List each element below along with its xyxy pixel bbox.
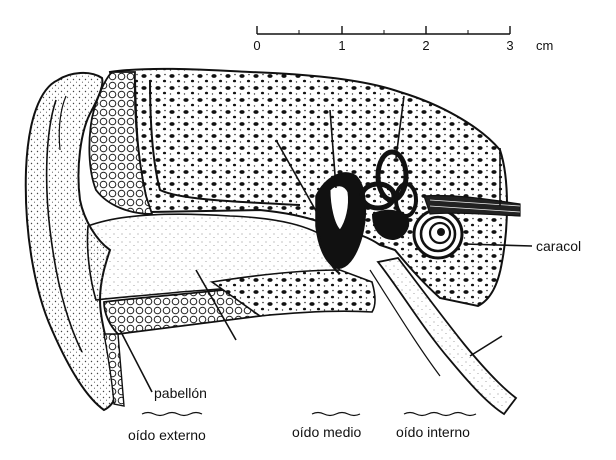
nerve-fiber: [429, 199, 521, 207]
label-caracol: caracol: [536, 238, 581, 254]
auricle-fold: [45, 99, 83, 353]
lower-bone: [209, 269, 376, 317]
auditory-nerve: [423, 194, 521, 217]
region-mark-medio: [311, 411, 361, 417]
auricle-fold: [58, 95, 67, 151]
cartilage-upper: [88, 71, 154, 215]
tube-edge: [369, 269, 441, 377]
region-label-interno: oído interno: [396, 424, 470, 440]
semicircular-canal: [359, 181, 397, 211]
leader-lines: [119, 95, 533, 393]
region-mark-interno: [403, 411, 477, 417]
leader-canal: [195, 269, 237, 341]
cochlea: [412, 208, 464, 260]
scale-label-3: 3: [506, 38, 513, 53]
leader-ossicles: [329, 109, 337, 189]
region-markers: [141, 411, 477, 417]
middle-ear: [315, 172, 518, 416]
region-label-medio: oído medio: [292, 424, 361, 440]
leader-tube: [469, 335, 503, 357]
scale-bar: 0 1 2 3 cm: [253, 26, 553, 53]
leader-caracol: [463, 243, 533, 247]
label-pabellon: pabellón: [154, 385, 207, 401]
inner-ear: [359, 149, 521, 260]
region-mark-externo: [141, 411, 203, 417]
ossicle-highlight: [329, 185, 349, 231]
bone-inner-edge: [149, 79, 301, 206]
eustachian-tube: [376, 257, 518, 416]
cartilage-lobe: [103, 333, 125, 407]
scale-unit: cm: [536, 38, 553, 53]
scale-label-1: 1: [338, 38, 345, 53]
leader-pabellon: [119, 329, 153, 393]
region-label-externo: oído externo: [128, 427, 206, 443]
leader-canals: [395, 95, 405, 159]
auricle: [24, 72, 118, 412]
scale-label-0: 0: [253, 38, 260, 53]
leader-eardrum: [275, 139, 321, 219]
nerve-fiber: [429, 205, 521, 213]
vestibule: [372, 209, 410, 240]
eardrum: [316, 231, 341, 275]
scale-label-2: 2: [422, 38, 429, 53]
